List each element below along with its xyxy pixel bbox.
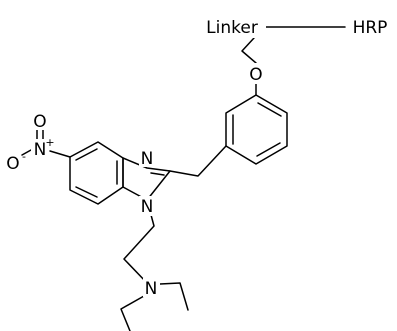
benzo-ring [69, 141, 124, 205]
linker-chain-bond [241, 37, 257, 64]
benzyl-ch2-bond [169, 145, 227, 177]
atom-labels: Linker HRP O O O - N + N N N [6, 16, 393, 299]
bond-lines [21, 26, 346, 331]
linker-label: Linker [206, 18, 258, 38]
nitro-oxygen-left-label: O [6, 154, 19, 174]
imidazole-double-bond [150, 172, 165, 176]
nitro-oxygen-charge: - [22, 150, 26, 163]
imidazole-n1-label: N [141, 197, 154, 217]
nitro-nitrogen-label: N [34, 140, 47, 160]
hrp-label: HRP [353, 18, 388, 38]
phenyl-double-bond-2 [256, 142, 281, 157]
nitro-oxygen-top-label: O [33, 112, 46, 132]
imidazole-ring [122, 157, 171, 201]
amine-nitrogen-label: N [145, 279, 158, 299]
nitro-c-n-bond [49, 150, 71, 158]
benzo-double-bond-2 [75, 186, 98, 198]
imidazole-n3-label: N [141, 149, 154, 169]
phenyl-double-bond-1 [257, 102, 282, 117]
nitro-nitrogen-charge: + [45, 136, 54, 149]
benzo-double-bond-3 [75, 148, 98, 161]
ethyl-right-bond [159, 282, 189, 311]
ether-oxygen-label: O [249, 65, 262, 85]
ethyl-left-bond [120, 295, 145, 331]
phenyl-ring [225, 94, 288, 165]
nitro-n-o-single-bond [21, 149, 32, 156]
